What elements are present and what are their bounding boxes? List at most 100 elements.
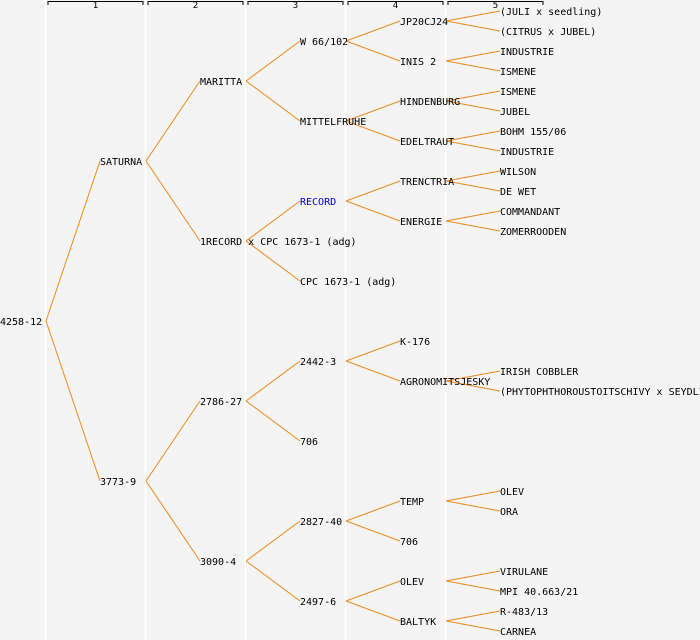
pedigree-edge bbox=[245, 200, 301, 242]
pedigree-edge bbox=[445, 620, 501, 632]
pedigree-node: (CITRUS x JUBEL) bbox=[500, 27, 596, 38]
pedigree-node: TRENCTRIA bbox=[400, 177, 454, 188]
pedigree-node: SATURNA bbox=[100, 157, 142, 168]
pedigree-node: W 66/102 bbox=[300, 37, 348, 48]
pedigree-edge bbox=[445, 490, 501, 502]
tree-edges bbox=[45, 10, 501, 632]
generation-headers: 1 2 3 4 5 bbox=[47, 1, 544, 11]
pedigree-edge bbox=[345, 40, 401, 62]
generation-number: 4 bbox=[393, 1, 398, 11]
pedigree-node: INDUSTRIE bbox=[500, 147, 554, 158]
pedigree-edge bbox=[345, 600, 401, 622]
pedigree-edge bbox=[445, 610, 501, 622]
pedigree-edge bbox=[445, 380, 501, 392]
pedigree-node: ORA bbox=[500, 507, 518, 518]
pedigree-edge bbox=[445, 10, 501, 22]
generation-number: 3 bbox=[293, 1, 298, 11]
pedigree-edge bbox=[345, 200, 401, 222]
pedigree-edge bbox=[245, 560, 301, 602]
generation-bracket bbox=[447, 1, 544, 5]
generation-number: 5 bbox=[493, 1, 498, 11]
pedigree-edge bbox=[345, 500, 401, 522]
pedigree-node: MARITTA bbox=[200, 77, 242, 88]
generation-bracket bbox=[147, 1, 244, 5]
pedigree-edge bbox=[445, 60, 501, 72]
column-separators bbox=[44, 0, 447, 640]
pedigree-node: K-176 bbox=[400, 337, 430, 348]
pedigree-node: 2442-3 bbox=[300, 357, 336, 368]
generation-number: 2 bbox=[193, 1, 198, 11]
pedigree-edge bbox=[345, 100, 401, 122]
pedigree-edge bbox=[345, 520, 401, 542]
pedigree-node: TEMP bbox=[400, 497, 424, 508]
pedigree-edge bbox=[145, 400, 201, 482]
pedigree-node: DE WET bbox=[500, 187, 536, 198]
generation-bracket bbox=[47, 1, 144, 5]
pedigree-edge bbox=[445, 210, 501, 222]
pedigree-edge bbox=[345, 340, 401, 362]
pedigree-node: COMMANDANT bbox=[500, 207, 560, 218]
pedigree-edge bbox=[445, 220, 501, 232]
pedigree-node-link[interactable]: RECORD bbox=[300, 197, 336, 208]
generation-number: 1 bbox=[93, 1, 98, 11]
pedigree-node: R-483/13 bbox=[500, 607, 548, 618]
pedigree-node: (PHYTOPHTHOROUSTOITSCHIVY x SEYDLITZ) bbox=[500, 387, 700, 398]
pedigree-edge bbox=[445, 20, 501, 32]
pedigree-node: AGRONOMITSJESKY bbox=[400, 377, 490, 388]
pedigree-edge bbox=[145, 480, 201, 562]
pedigree-node: BOHM 155/06 bbox=[500, 127, 566, 138]
pedigree-node: MITTELFRUHE bbox=[300, 117, 366, 128]
pedigree-node: VIRULANE bbox=[500, 567, 548, 578]
pedigree-edge bbox=[145, 80, 201, 162]
pedigree-edge bbox=[245, 520, 301, 562]
pedigree-edge bbox=[245, 40, 301, 82]
pedigree-edge bbox=[45, 160, 101, 322]
pedigree-edge bbox=[45, 320, 101, 482]
pedigree-edge bbox=[345, 120, 401, 142]
pedigree-node: JUBEL bbox=[500, 107, 530, 118]
pedigree-node: ISMENE bbox=[500, 67, 536, 78]
pedigree-node: 706 bbox=[300, 437, 318, 448]
pedigree-node: MPI 40.663/21 bbox=[500, 587, 578, 598]
pedigree-edge bbox=[445, 140, 501, 152]
pedigree-node: 3090-4 bbox=[200, 557, 236, 568]
pedigree-node: WILSON bbox=[500, 167, 536, 178]
pedigree-edge bbox=[445, 570, 501, 582]
pedigree-edge bbox=[345, 180, 401, 202]
pedigree-edge bbox=[445, 180, 501, 192]
pedigree-node: INIS 2 bbox=[400, 57, 436, 68]
pedigree-edge bbox=[345, 360, 401, 382]
pedigree-edge bbox=[445, 100, 501, 112]
pedigree-edge bbox=[445, 50, 501, 62]
pedigree-edge bbox=[345, 20, 401, 42]
pedigree-node: ENERGIE bbox=[400, 217, 442, 228]
generation-bracket bbox=[347, 1, 444, 5]
pedigree-node: OLEV bbox=[500, 487, 524, 498]
pedigree-edge bbox=[245, 360, 301, 402]
pedigree-edge bbox=[445, 90, 501, 102]
pedigree-edge bbox=[445, 170, 501, 182]
pedigree-node: JP20CJ24 bbox=[400, 17, 448, 28]
pedigree-node: CPC 1673-1 (adg) bbox=[300, 277, 396, 288]
pedigree-edge bbox=[445, 370, 501, 382]
pedigree-node: 706 bbox=[400, 537, 418, 548]
pedigree-edge bbox=[245, 80, 301, 122]
pedigree-edge bbox=[245, 400, 301, 442]
pedigree-node: HINDENBURG bbox=[400, 97, 460, 108]
pedigree-node: IRISH COBBLER bbox=[500, 367, 579, 378]
pedigree-node: CARNEA bbox=[500, 627, 536, 638]
pedigree-node: BALTYK bbox=[400, 617, 436, 628]
pedigree-edge bbox=[345, 580, 401, 602]
tree-nodes: 4258-12 SATURNA MARITTA W 66/102 JP20CJ24 (JU… bbox=[0, 7, 700, 638]
generation-bracket bbox=[247, 1, 344, 5]
pedigree-edge bbox=[445, 580, 501, 592]
pedigree-node: (JULI x seedling) bbox=[500, 7, 602, 18]
pedigree-node: 2827-40 bbox=[300, 517, 342, 528]
pedigree-node: 3773-9 bbox=[100, 477, 136, 488]
pedigree-edge bbox=[445, 130, 501, 142]
pedigree-node: OLEV bbox=[400, 577, 424, 588]
pedigree-node: 2786-27 bbox=[200, 397, 242, 408]
pedigree-edge bbox=[445, 500, 501, 512]
pedigree-node: 4258-12 bbox=[0, 317, 42, 328]
